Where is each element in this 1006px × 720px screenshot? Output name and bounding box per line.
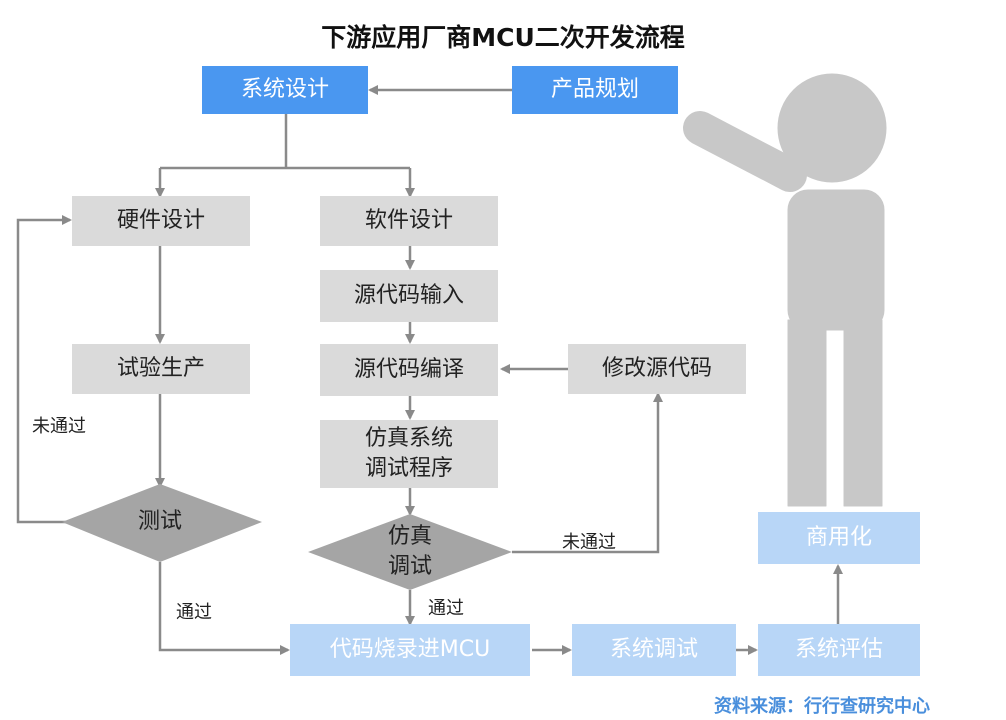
system-design-box: 系统设计 <box>202 66 368 114</box>
not-pass-left-label: 未通过 <box>32 416 86 437</box>
stick-figure-icon <box>683 73 887 507</box>
burn-mcu-box: 代码烧录进MCU <box>290 624 530 676</box>
product-planning-box: 产品规划 <box>512 66 678 114</box>
sim-debug-program-box: 仿真系统 调试程序 <box>320 420 498 488</box>
system-eval-box: 系统评估 <box>758 624 920 676</box>
not-pass-right-label: 未通过 <box>562 532 616 553</box>
pass-left-label: 通过 <box>176 602 212 623</box>
hardware-design-box: 硬件设计 <box>72 196 250 246</box>
source-compile-box: 源代码编译 <box>320 344 498 396</box>
software-design-box: 软件设计 <box>320 196 498 246</box>
source-input-box: 源代码输入 <box>320 270 498 322</box>
diagram-title: 下游应用厂商MCU二次开发流程 <box>321 23 685 52</box>
source-credit: 资料来源：行行查研究中心 <box>714 696 930 717</box>
commercialize-box: 商用化 <box>758 512 920 564</box>
sim-debug-label: 仿真 调试 <box>387 524 432 579</box>
test-label: 测试 <box>137 509 182 534</box>
pass-mid-label: 通过 <box>428 598 464 619</box>
sim-debug-diamond <box>308 514 512 590</box>
system-debug-box: 系统调试 <box>572 624 736 676</box>
connectors <box>16 85 843 655</box>
modify-source-box: 修改源代码 <box>568 344 746 394</box>
trial-production-box: 试验生产 <box>72 344 250 394</box>
test-diamond <box>62 484 262 562</box>
